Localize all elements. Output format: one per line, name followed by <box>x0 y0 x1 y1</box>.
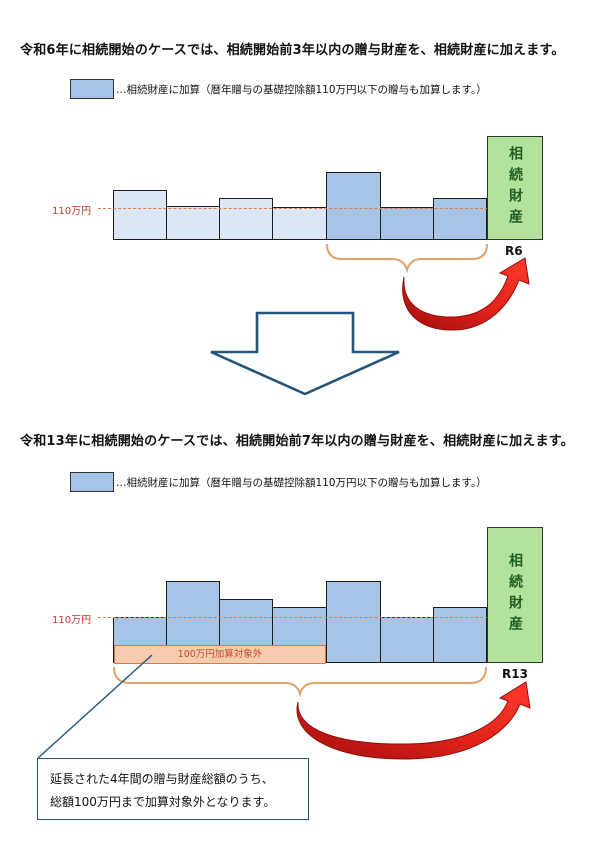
gift-bar-added <box>433 607 487 663</box>
gift-bar-added <box>380 207 434 240</box>
threshold-line-110 <box>98 617 488 618</box>
legend-swatch-added <box>70 79 114 99</box>
threshold-label: 110万円 <box>52 206 92 217</box>
gift-bar-added <box>326 581 381 663</box>
inheritance-property-label: 相続財産 <box>507 553 523 637</box>
exclusion-bar: 100万円加算対象外 <box>114 645 326 664</box>
gift-bar-not-added <box>219 198 273 240</box>
gift-bar-added <box>433 198 487 240</box>
curved-arrow-before <box>402 257 530 331</box>
year-label-r13: R13 <box>502 667 528 681</box>
inheritance-property-box: 相続財産 <box>487 136 543 240</box>
year-label-r6: R6 <box>505 244 523 258</box>
threshold-line-110 <box>98 208 488 209</box>
inheritance-property-box: 相続財産 <box>487 527 543 663</box>
bracket-brace-before <box>326 243 488 274</box>
callout-line-1: 延長された4年間の贈与財産総額のうち、 <box>50 772 274 786</box>
section-before-heading: 令和6年に相続開始のケースでは、相続開始前3年以内の贈与財産を、相続財産に加えま… <box>20 43 565 58</box>
bracket-brace-after <box>113 666 487 698</box>
callout-line-2: 総額100万円まで加算対象外となります。 <box>50 795 276 809</box>
amendment-arrow <box>210 311 400 396</box>
legend-text-before: …相続財産に加算（暦年贈与の基礎控除額110万円以下の贈与も加算します。） <box>116 84 487 96</box>
curved-arrow-after <box>296 681 531 760</box>
gift-bar-added <box>326 172 381 240</box>
legend-swatch-added <box>70 472 114 492</box>
section-after-heading: 令和13年に相続開始のケースでは、相続開始前7年以内の贈与財産を、相続財産に加え… <box>20 434 574 449</box>
callout-box: 延長された4年間の贈与財産総額のうち、 総額100万円まで加算対象外となります。 <box>37 758 309 820</box>
inheritance-property-label: 相続財産 <box>507 146 523 230</box>
threshold-label: 110万円 <box>52 615 92 626</box>
callout-pointer <box>37 654 153 759</box>
legend-text-after: …相続財産に加算（暦年贈与の基礎控除額110万円以下の贈与も加算します。） <box>116 477 487 489</box>
gift-bar-not-added <box>166 206 220 240</box>
